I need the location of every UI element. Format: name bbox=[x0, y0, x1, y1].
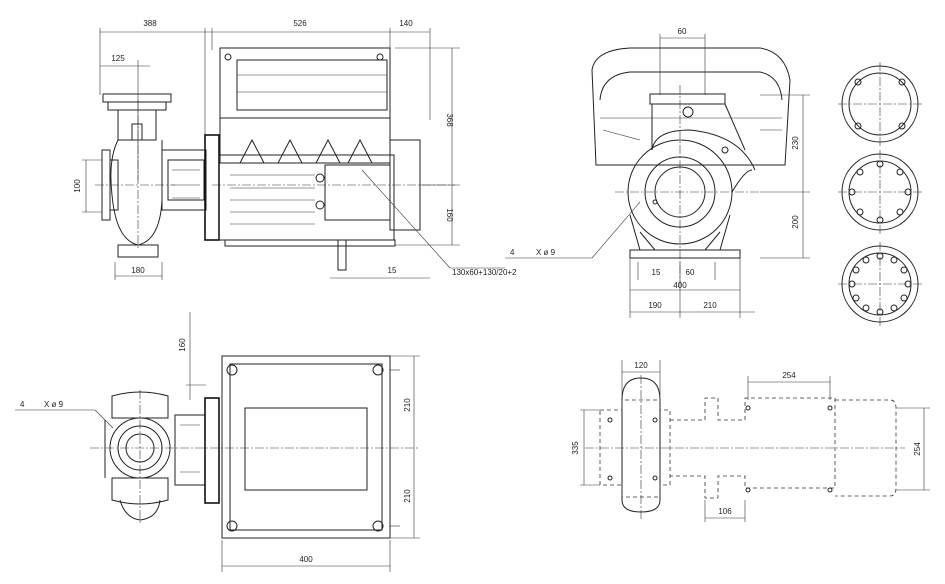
hole-note-front-spec: X ø 9 bbox=[536, 248, 556, 257]
dim-plan-top: 160 bbox=[178, 338, 187, 352]
dim-side-right-upper: 368 bbox=[445, 113, 454, 127]
hole-note-front-count: 4 bbox=[510, 248, 515, 257]
flange-views bbox=[838, 62, 922, 326]
dim-side-top-mid: 526 bbox=[293, 19, 307, 28]
dim-front-right-lower: 200 bbox=[791, 215, 800, 229]
dim-side-left-height: 100 bbox=[73, 179, 82, 193]
dim-side-base-width: 180 bbox=[131, 266, 145, 275]
dim-front-base-right: 210 bbox=[703, 301, 717, 310]
dim-front-base-b: 60 bbox=[686, 268, 695, 277]
dim-front-top: 60 bbox=[678, 27, 687, 36]
dim-front-base-total: 400 bbox=[673, 281, 687, 290]
dim-plan-bottom: 400 bbox=[299, 555, 313, 564]
dim-base-right: 254 bbox=[913, 442, 922, 456]
dim-plan-right-upper: 210 bbox=[403, 398, 412, 412]
hole-note-plan-count: 4 bbox=[20, 400, 25, 409]
baseplate-view: 120 254 335 254 bbox=[571, 360, 930, 522]
dim-base-top-right: 254 bbox=[782, 371, 796, 380]
base-bolt-holes bbox=[607, 405, 833, 493]
leader-label-foot: 130x60+130/20+2 bbox=[452, 268, 517, 277]
dim-base-left: 335 bbox=[571, 441, 580, 455]
dim-front-base-a: 15 bbox=[652, 268, 661, 277]
dim-front-right-upper: 230 bbox=[791, 136, 800, 150]
dim-side-inner-left: 125 bbox=[111, 54, 125, 63]
plan-view: 160 210 210 400 bbox=[15, 312, 420, 572]
side-view: 388 526 140 125 bbox=[73, 19, 517, 280]
dim-side-right-lower: 160 bbox=[445, 208, 454, 222]
dim-side-top-right: 140 bbox=[399, 19, 413, 28]
hole-note-plan-spec: X ø 9 bbox=[44, 400, 64, 409]
dim-side-top-left: 388 bbox=[143, 19, 157, 28]
flange-4-hole bbox=[838, 62, 922, 146]
dim-plan-right-lower: 210 bbox=[403, 489, 412, 503]
dim-base-bottom: 106 bbox=[718, 507, 732, 516]
flange-8-hole bbox=[838, 150, 922, 234]
dim-front-base-left: 190 bbox=[648, 301, 662, 310]
front-view: 60 230 200 15 60 400 bbox=[505, 27, 810, 318]
flange-12-hole bbox=[838, 242, 922, 326]
dim-side-base-right: 15 bbox=[388, 266, 397, 275]
dim-base-top-left: 120 bbox=[634, 361, 648, 370]
